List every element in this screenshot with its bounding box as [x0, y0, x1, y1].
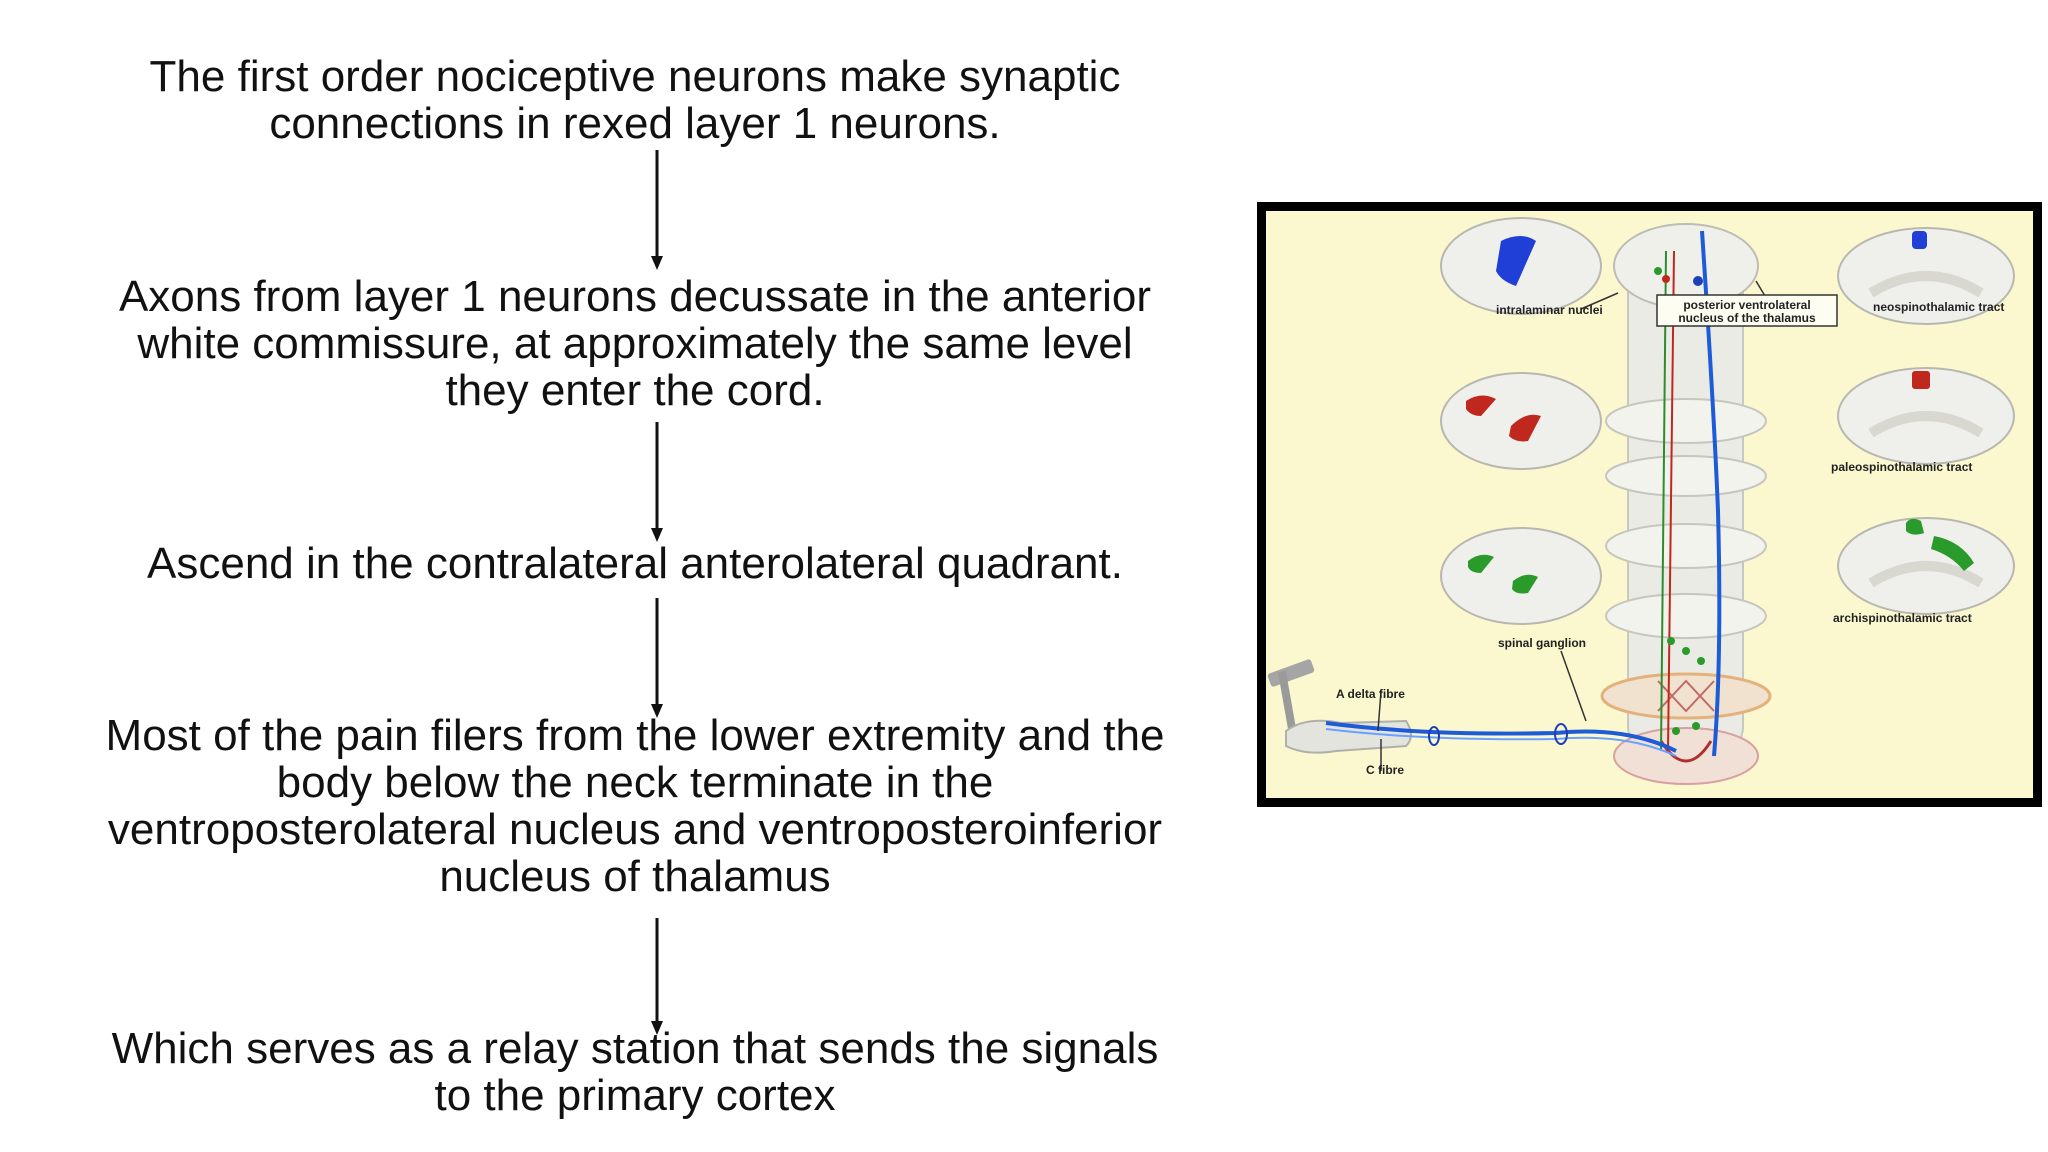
step-3-text: Ascend in the contralateral anterolatera… [147, 539, 1123, 588]
arrow-down-icon [650, 150, 664, 270]
label-box [1656, 294, 1838, 327]
step-1-text: The first order nociceptive neurons make… [149, 52, 1121, 148]
brain-lateral-top [1440, 217, 1602, 315]
step-4-text: Most of the pain filers from the lower e… [105, 711, 1165, 901]
spinal-cord-column [1600, 223, 1772, 785]
label-spinal-ganglion: spinal ganglion [1498, 636, 1586, 650]
label-pvl-line1: posterior ventrolateral [1683, 298, 1810, 312]
step-2-text: Axons from layer 1 neurons decussate in … [118, 272, 1152, 415]
label-intralaminar-nuclei: intralaminar nuclei [1496, 303, 1603, 317]
arrow-down-icon [650, 422, 664, 542]
label-paleospinothalamic-tract: paleospinothalamic tract [1831, 460, 1972, 474]
label-neospinothalamic-tract: neospinothalamic tract [1873, 300, 2004, 314]
brain-medial-bottom [1837, 517, 2015, 615]
step-5-text: Which serves as a relay station that sen… [111, 1024, 1159, 1120]
label-archispinothalamic-tract: archispinothalamic tract [1833, 611, 1972, 625]
label-pvl-line2: nucleus of the thalamus [1678, 311, 1816, 325]
brain-medial-middle [1837, 367, 2015, 465]
brain-lateral-bottom [1440, 527, 1602, 625]
label-a-delta-fibre: A delta fibre [1336, 687, 1405, 701]
spinothalamic-tract-figure: intralaminar nuclei posterior ventrolate… [1257, 202, 2042, 807]
ascending-tracts [1654, 230, 1722, 757]
brain-medial-top [1837, 227, 2015, 325]
arrow-down-icon [650, 598, 664, 718]
brain-lateral-middle [1440, 372, 1602, 470]
arrow-down-icon [650, 918, 664, 1035]
peripheral-fibre [1325, 721, 1677, 757]
label-c-fibre: C fibre [1366, 763, 1404, 777]
leader-lines [1377, 280, 1772, 771]
hand-hammer-icon [1267, 659, 1412, 754]
